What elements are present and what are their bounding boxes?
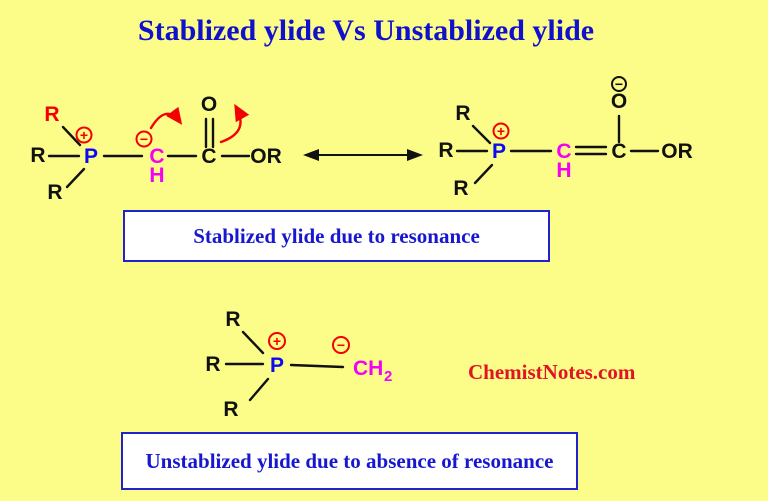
bottom-r-left-atom: R	[205, 353, 220, 376]
bottom-r-bottom-atom: R	[223, 398, 238, 421]
left-r-top-atom: R	[44, 103, 59, 126]
unstabilized-caption-box: Unstablized ylide due to absence of reso…	[121, 432, 578, 490]
bond-rtop-p	[61, 125, 82, 147]
left-oxygen-atom: O	[201, 93, 217, 116]
minus-sign: −	[140, 131, 148, 147]
right-r-bottom-atom: R	[453, 177, 468, 200]
unstabilized-ylide-structure: R R R P CH 2 + −	[205, 308, 392, 421]
minus-sign: −	[337, 337, 345, 353]
left-phosphorus-atom: P	[84, 145, 98, 168]
bottom-r-top-atom: R	[225, 308, 240, 331]
right-oxygen-atom: O	[611, 90, 627, 113]
right-phosphorus-atom: P	[492, 140, 506, 163]
bond-p-rbottom	[65, 167, 86, 189]
minus-charge-icon	[332, 336, 350, 354]
plus-sign: +	[273, 333, 281, 349]
minus-sign: −	[615, 76, 623, 92]
watermark-text: ChemistNotes.com	[468, 360, 636, 384]
plus-charge-icon	[492, 122, 510, 140]
minus-charge-icon	[611, 76, 627, 92]
bond-p-rbottom	[248, 377, 270, 402]
left-hydrogen-atom: H	[149, 164, 164, 187]
right-r-left-atom: R	[438, 139, 453, 162]
stabilized-ylide-structure: R R R P C H C O OR + −	[30, 93, 281, 204]
plus-charge-icon	[268, 332, 286, 350]
plus-sign: +	[497, 123, 505, 139]
bond-p-rbottom	[473, 163, 494, 185]
resonance-arrow-right-head	[407, 149, 423, 161]
page-title: Stablized ylide Vs Unstablized ylide	[137, 14, 595, 47]
bottom-ch2-subscript: 2	[384, 368, 392, 385]
resonance-arrow-icon	[303, 149, 423, 161]
stabilized-caption-box: Stablized ylide due to resonance	[123, 210, 550, 262]
right-alpha-carbon-atom: C	[556, 140, 571, 163]
left-r-bottom-atom: R	[47, 181, 62, 204]
right-hydrogen-atom: H	[556, 159, 571, 182]
bottom-ch2-group: CH	[353, 357, 383, 380]
left-r-left-atom: R	[30, 144, 45, 167]
resonance-form-structure: R R R P C H C O OR + −	[438, 76, 693, 200]
bottom-phosphorus-atom: P	[270, 354, 284, 377]
electron-push-arrow-icon	[219, 103, 250, 144]
bond-p-ch2	[289, 363, 345, 369]
stabilized-caption-text: Stablized ylide due to resonance	[193, 223, 480, 248]
plus-charge-icon	[75, 126, 93, 144]
left-carbonyl-carbon-atom: C	[201, 145, 216, 168]
minus-charge-icon	[135, 130, 153, 148]
plus-sign: +	[80, 127, 88, 143]
left-or-group: OR	[250, 145, 282, 168]
right-or-group: OR	[661, 140, 693, 163]
bond-rtop-p	[241, 330, 265, 355]
left-alpha-carbon-atom: C	[149, 145, 164, 168]
electron-push-arrow-icon	[149, 106, 183, 130]
unstabilized-caption-text: Unstablized ylide due to absence of reso…	[145, 448, 554, 473]
resonance-arrow-left-head	[303, 149, 319, 161]
right-carbonyl-carbon-atom: C	[611, 140, 626, 163]
right-r-top-atom: R	[455, 102, 470, 125]
bond-rtop-p	[471, 124, 492, 145]
